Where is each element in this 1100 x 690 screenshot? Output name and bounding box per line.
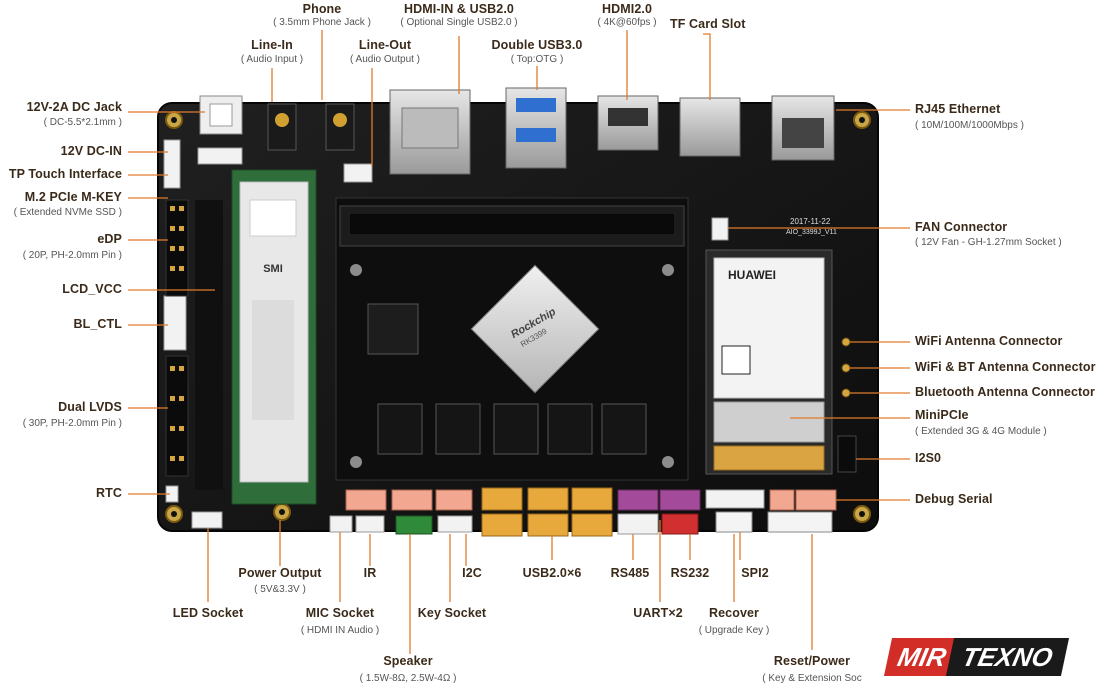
purple-connectors <box>617 489 701 511</box>
sublabel-dual-lvds: ( 30P, PH-2.0mm Pin ) <box>22 418 122 429</box>
dc-jack <box>199 95 243 135</box>
sublabel-line-out: ( Audio Output ) <box>349 54 421 65</box>
label-debug-serial: Debug Serial <box>915 492 993 506</box>
sublabel-recover: ( Upgrade Key ) <box>698 625 770 636</box>
sublabel-line-in: ( Audio Input ) <box>240 54 304 65</box>
sublabel-minipcie: ( Extended 3G & 4G Module ) <box>915 426 1047 437</box>
usb2-connectors <box>481 487 613 537</box>
label-line-in: Line-In <box>251 38 293 52</box>
label-edp: eDP <box>97 232 122 246</box>
label-line-out: Line-Out <box>358 38 412 52</box>
label-double-usb3: Double USB3.0 <box>491 38 583 52</box>
label-i2c: I2C <box>462 566 482 580</box>
label-rj45: RJ45 Ethernet <box>915 102 1001 116</box>
label-power-out: Power Output <box>238 566 322 580</box>
label-dual-lvds: Dual LVDS <box>58 400 122 414</box>
label-reset: Reset/Power <box>773 654 851 668</box>
logo-texno: TEXNO <box>945 638 1070 676</box>
sublabel-phone: ( 3.5mm Phone Jack ) <box>273 17 371 28</box>
tf-card-slot <box>679 97 741 157</box>
label-bt-ant: Bluetooth Antenna Connector <box>915 385 1096 399</box>
silk-date: 2017-11-22 <box>790 217 831 226</box>
label-rtc: RTC <box>96 486 122 500</box>
sublabel-dc-jack: ( DC-5.5*2.1mm ) <box>43 117 122 128</box>
label-uart: UART×2 <box>633 606 683 620</box>
silk-version: AIO_3399J_V11 <box>786 229 837 236</box>
antenna-connectors <box>841 337 851 398</box>
leader-lines <box>128 30 910 654</box>
label-rs232: RS232 <box>670 566 710 580</box>
mirtexno-logo: MIR TEXNO <box>883 638 1070 678</box>
label-minipcie: MiniPCIe <box>915 408 969 422</box>
rk3399-chip: Rockchip RK3399 <box>470 264 600 394</box>
recover-button <box>715 511 753 533</box>
label-bl-ctl: BL_CTL <box>73 317 122 331</box>
label-ir: IR <box>363 566 377 580</box>
spi2-connector <box>705 489 765 509</box>
label-wifi-ant: WiFi Antenna Connector <box>915 334 1063 348</box>
rs485-connector <box>617 513 659 535</box>
label-spi2: SPI2 <box>741 566 769 580</box>
sublabel-hdmi2: ( 4K@60fps ) <box>597 17 657 28</box>
salmon-connectors <box>345 489 837 511</box>
sublabel-hdmi-in: ( Optional Single USB2.0 ) <box>400 17 518 28</box>
label-key-socket: Key Socket <box>417 606 487 620</box>
i2s0-header <box>837 435 857 473</box>
edp-header <box>165 199 189 477</box>
svg-text:SMI: SMI <box>263 263 283 275</box>
label-phone: Phone <box>302 2 342 16</box>
sublabel-power-out: ( 5V&3.3V ) <box>254 584 306 595</box>
label-recover: Recover <box>708 606 760 620</box>
label-dc-jack: 12V-2A DC Jack <box>26 100 122 114</box>
label-fan: FAN Connector <box>915 220 1008 234</box>
label-tf-card: TF Card Slot <box>670 17 746 31</box>
label-wifi-bt-ant: WiFi & BT Antenna Connector <box>915 360 1096 374</box>
label-speaker: Speaker <box>383 654 433 668</box>
label-usb2x6: USB2.0×6 <box>522 566 582 580</box>
module-brand: HUAWEI <box>728 268 776 282</box>
sublabel-mic-socket: ( HDMI IN Audio ) <box>300 625 380 636</box>
sublabel-m2: ( Extended NVMe SSD ) <box>13 207 122 218</box>
label-mic-socket: MIC Socket <box>305 606 375 620</box>
sublabel-fan: ( 12V Fan - GH-1.27mm Socket ) <box>915 237 1062 248</box>
label-lcd-vcc: LCD_VCC <box>62 282 122 296</box>
memory-chips <box>377 403 647 455</box>
small-bottom-connectors <box>329 515 473 533</box>
reset-button <box>767 511 833 533</box>
label-dc-in: 12V DC-IN <box>60 144 122 158</box>
rs232-connector <box>661 513 699 535</box>
label-i2s0: I2S0 <box>915 451 942 465</box>
sublabel-double-usb3: ( Top:OTG ) <box>510 54 564 65</box>
label-hdmi-in: HDMI-IN & USB2.0 <box>404 2 514 16</box>
sublabel-speaker: ( 1.5W-8Ω, 2.5W-4Ω ) <box>359 673 457 684</box>
label-hdmi2: HDMI2.0 <box>601 2 653 16</box>
label-m2: M.2 PCIe M-KEY <box>24 190 122 204</box>
speaker-connector <box>395 515 433 535</box>
sublabel-rj45: ( 10M/100M/1000Mbps ) <box>915 120 1024 131</box>
sublabel-reset: ( Key & Extension Soc <box>762 673 862 684</box>
module-holes <box>350 264 674 468</box>
label-rs485: RS485 <box>610 566 650 580</box>
label-led-socket: LED Socket <box>172 606 244 620</box>
label-tp-touch: TP Touch Interface <box>8 167 122 181</box>
sublabel-edp: ( 20P, PH-2.0mm Pin ) <box>22 250 122 261</box>
